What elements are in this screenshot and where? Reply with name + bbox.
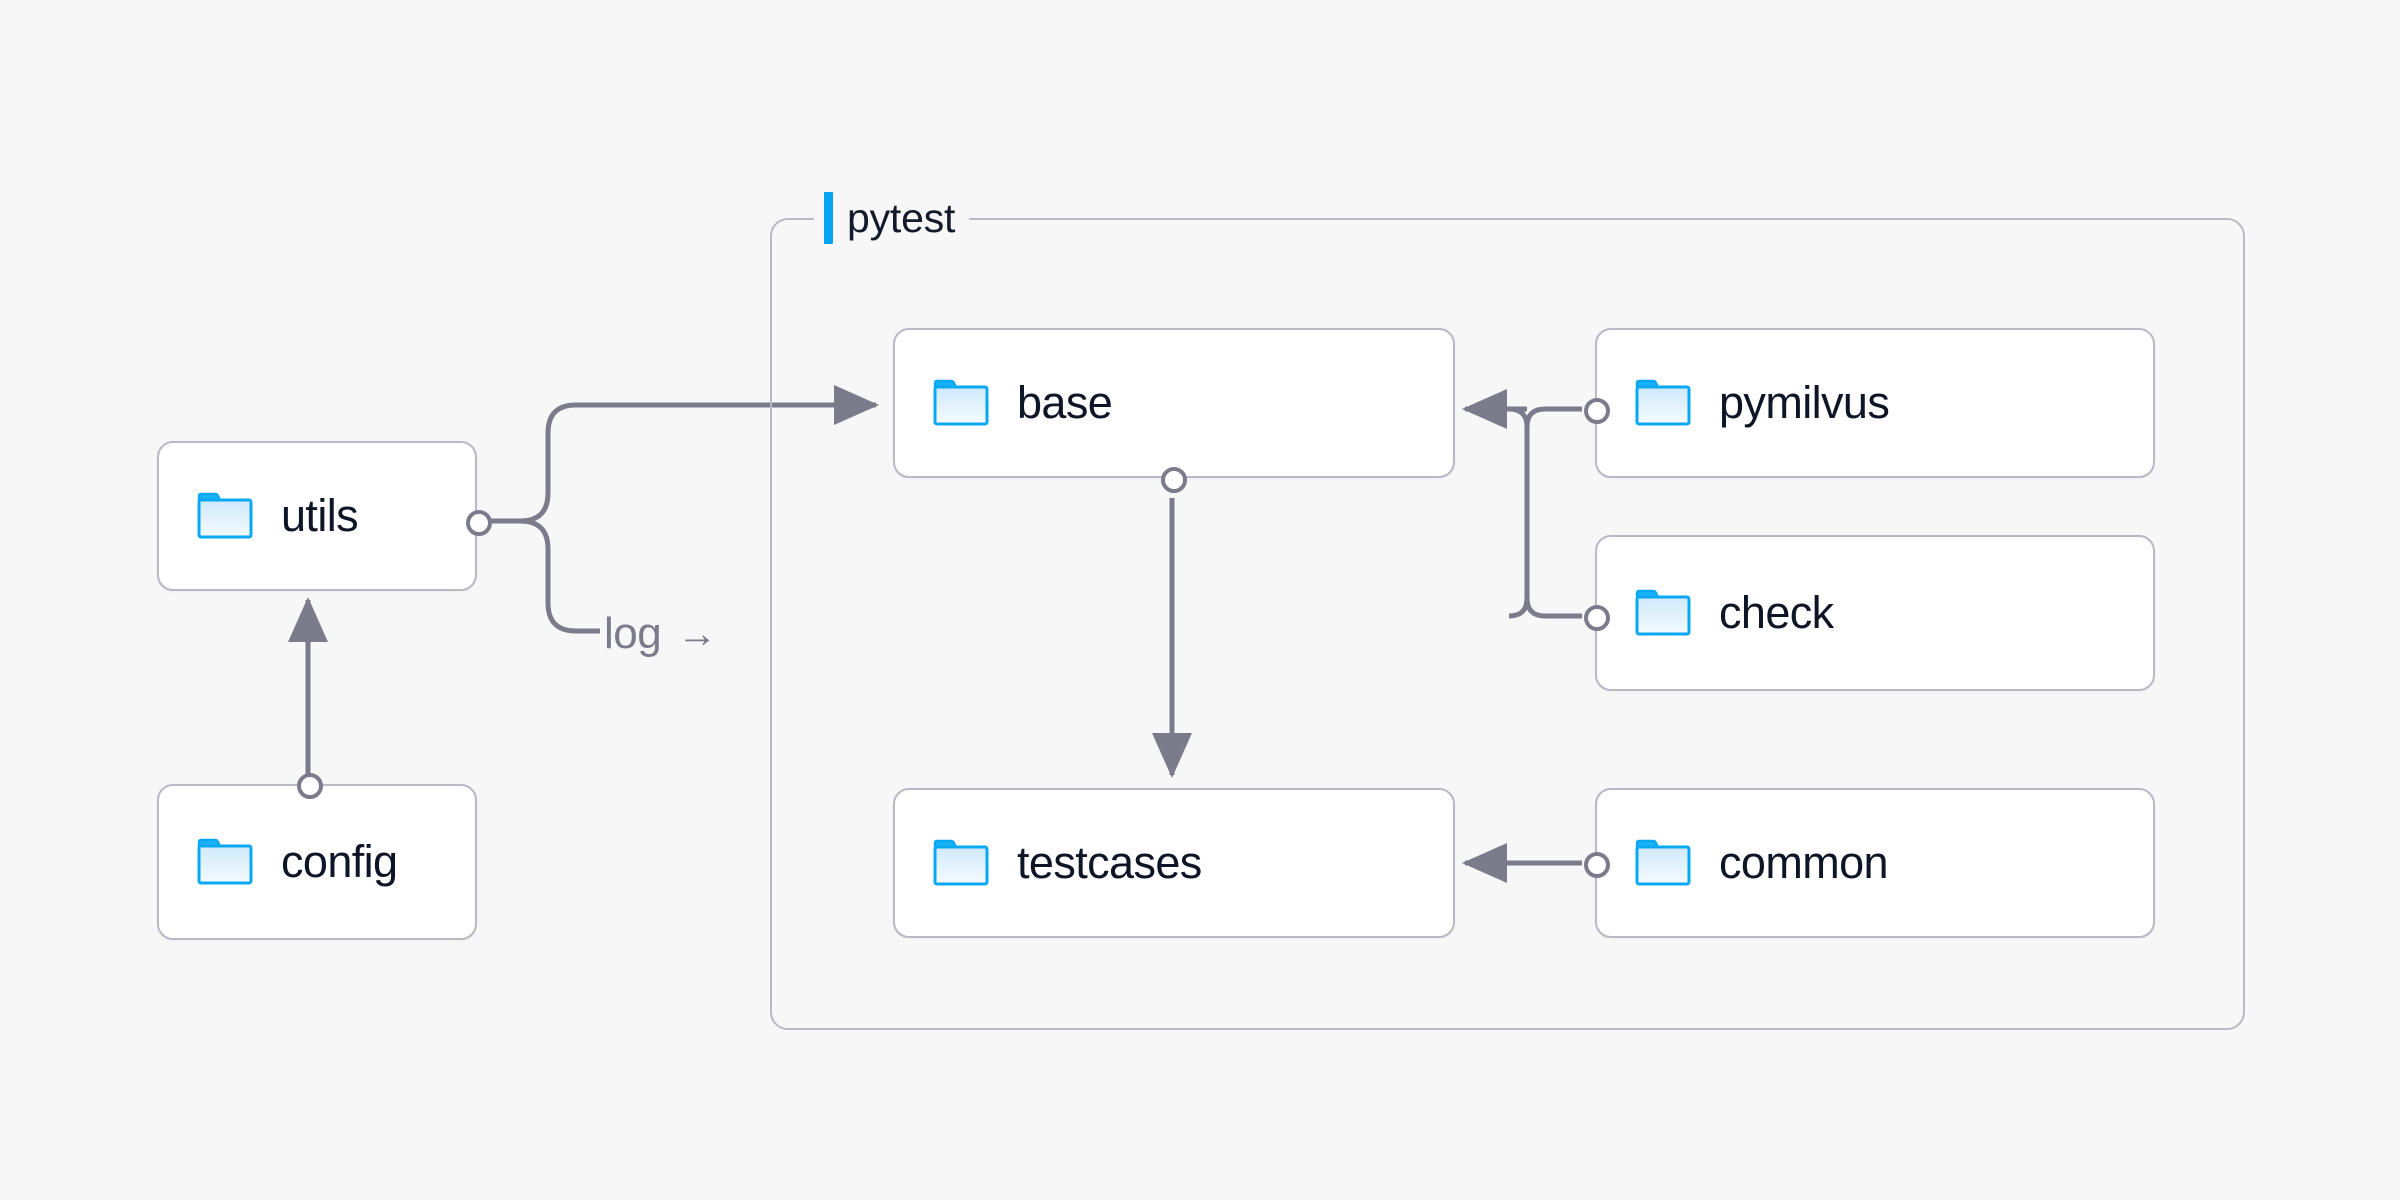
folder-icon bbox=[197, 838, 253, 885]
port-common-left[interactable] bbox=[1584, 852, 1610, 878]
group-pytest[interactable] bbox=[770, 218, 2245, 1030]
node-config[interactable]: config bbox=[157, 773, 477, 940]
edge-label-log: log → bbox=[604, 609, 717, 659]
folder-icon bbox=[197, 492, 253, 539]
node-check-label: check bbox=[1719, 587, 1834, 638]
arrow-right-icon: → bbox=[677, 612, 718, 656]
node-pymilvus-label: pymilvus bbox=[1719, 377, 1890, 428]
group-pytest-label-text: pytest bbox=[847, 194, 956, 241]
node-utils[interactable]: utils bbox=[157, 441, 492, 591]
node-utils-label: utils bbox=[281, 490, 359, 541]
group-accent-bar bbox=[824, 192, 833, 244]
folder-icon bbox=[1635, 839, 1691, 886]
node-pymilvus[interactable]: pymilvus bbox=[1584, 328, 2155, 478]
node-testcases-label: testcases bbox=[1017, 837, 1202, 888]
node-config-label: config bbox=[281, 836, 398, 887]
node-common-label: common bbox=[1719, 837, 1889, 888]
edge-label-log-text: log bbox=[604, 609, 662, 658]
folder-icon bbox=[933, 839, 989, 886]
port-check-left[interactable] bbox=[1584, 605, 1610, 631]
node-base[interactable]: base bbox=[893, 328, 1455, 493]
node-base-label: base bbox=[1017, 377, 1113, 428]
port-pymilvus-left[interactable] bbox=[1584, 398, 1610, 424]
folder-icon bbox=[1635, 589, 1691, 636]
port-base-bottom[interactable] bbox=[1161, 467, 1187, 493]
port-utils-right[interactable] bbox=[466, 510, 492, 536]
node-testcases[interactable]: testcases bbox=[893, 788, 1455, 938]
edge-utils-log bbox=[490, 518, 600, 634]
group-pytest-label: pytest bbox=[814, 190, 970, 246]
node-common[interactable]: common bbox=[1584, 788, 2155, 938]
folder-icon bbox=[933, 379, 989, 426]
port-config-top[interactable] bbox=[297, 773, 323, 799]
node-check[interactable]: check bbox=[1584, 535, 2155, 691]
folder-icon bbox=[1635, 379, 1691, 426]
